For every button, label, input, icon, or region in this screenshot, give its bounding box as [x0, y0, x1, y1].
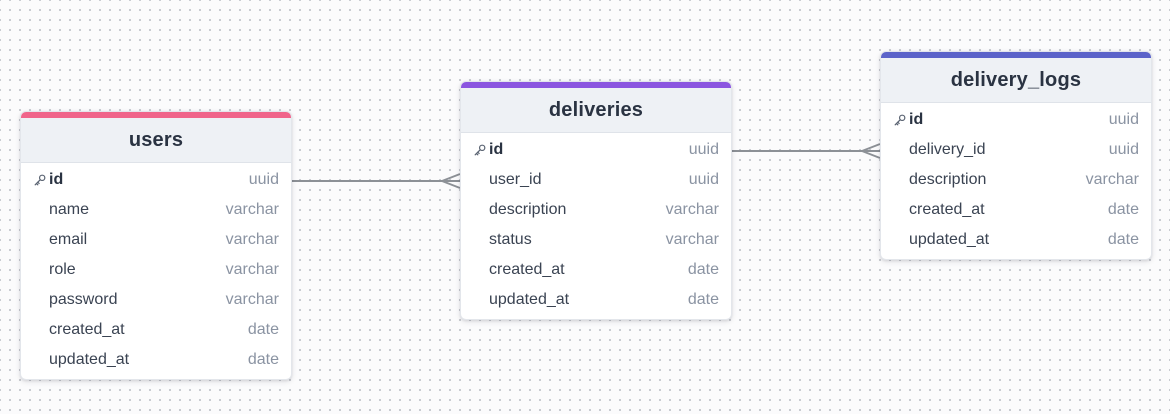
field-key-spacer [893, 142, 909, 158]
field-type: varchar [225, 261, 279, 278]
key-icon [893, 112, 909, 128]
key-icon [33, 172, 49, 188]
field-row-status[interactable]: status varchar [461, 225, 731, 255]
field-name: id [909, 111, 924, 128]
field-name: updated_at [909, 231, 990, 248]
field-type: date [687, 291, 719, 308]
table-accent-bar [21, 112, 291, 118]
field-row-id[interactable]: id uuid [21, 165, 291, 195]
field-key-spacer [473, 262, 489, 278]
field-type: date [1107, 231, 1139, 248]
field-key-spacer [893, 202, 909, 218]
table-accent-bar [461, 82, 731, 88]
field-key-spacer [473, 202, 489, 218]
field-key-spacer [473, 292, 489, 308]
field-row-description[interactable]: description varchar [881, 165, 1151, 195]
field-name: description [489, 201, 567, 218]
field-key-spacer [473, 232, 489, 248]
field-name: created_at [49, 321, 125, 338]
field-type: date [1107, 201, 1139, 218]
field-key-spacer [33, 292, 49, 308]
field-row-delivery-id[interactable]: delivery_id uuid [881, 135, 1151, 165]
field-type: date [687, 261, 719, 278]
crow-foot-lower [441, 180, 461, 189]
field-key-spacer [33, 262, 49, 278]
field-row-name[interactable]: name varchar [21, 195, 291, 225]
field-type: varchar [225, 291, 279, 308]
field-row-id[interactable]: id uuid [461, 135, 731, 165]
field-key-spacer [33, 352, 49, 368]
table-delivery-logs[interactable]: delivery_logs id uuid delivery_id uuid descr… [880, 51, 1152, 260]
field-key-spacer [33, 322, 49, 338]
field-list: id uuid name varchar email varchar role varchar… [21, 163, 291, 379]
field-list: id uuid delivery_id uuid description varchar c… [881, 103, 1151, 259]
field-type: varchar [225, 201, 279, 218]
table-header[interactable]: deliveries [461, 88, 731, 133]
field-row-created-at[interactable]: created_at date [881, 195, 1151, 225]
field-name: updated_at [49, 351, 130, 368]
key-icon [473, 142, 489, 158]
field-type: uuid [1108, 111, 1139, 128]
field-type: varchar [1085, 171, 1139, 188]
field-type: uuid [1108, 141, 1139, 158]
table-title: delivery_logs [950, 68, 1082, 91]
field-key-spacer [893, 172, 909, 188]
field-row-created-at[interactable]: created_at date [21, 315, 291, 345]
field-row-id[interactable]: id uuid [881, 105, 1151, 135]
relation-users-deliveries[interactable] [292, 173, 461, 189]
field-name: name [49, 201, 90, 218]
field-name: delivery_id [909, 141, 986, 158]
field-type: uuid [688, 141, 719, 158]
field-name: id [49, 171, 64, 188]
field-name: status [489, 231, 532, 248]
field-key-spacer [473, 172, 489, 188]
field-type: uuid [688, 171, 719, 188]
crow-foot-upper [861, 143, 881, 152]
field-type: varchar [225, 231, 279, 248]
field-row-updated-at[interactable]: updated_at date [21, 345, 291, 375]
table-accent-bar [881, 52, 1151, 58]
table-users[interactable]: users id uuid name varchar email varchar role v… [20, 111, 292, 380]
crow-foot-lower [861, 150, 881, 159]
field-name: id [489, 141, 504, 158]
field-name: created_at [909, 201, 985, 218]
field-row-created-at[interactable]: created_at date [461, 255, 731, 285]
table-header[interactable]: delivery_logs [881, 58, 1151, 103]
field-key-spacer [33, 202, 49, 218]
field-type: varchar [665, 231, 719, 248]
field-row-updated-at[interactable]: updated_at date [461, 285, 731, 315]
field-type: date [247, 351, 279, 368]
field-name: role [49, 261, 76, 278]
table-title: users [128, 128, 184, 151]
field-row-description[interactable]: description varchar [461, 195, 731, 225]
field-type: varchar [665, 201, 719, 218]
relation-deliveries-delivery-logs[interactable] [732, 143, 881, 159]
field-name: description [909, 171, 987, 188]
field-row-password[interactable]: password varchar [21, 285, 291, 315]
field-row-role[interactable]: role varchar [21, 255, 291, 285]
field-name: user_id [489, 171, 542, 188]
field-name: created_at [489, 261, 565, 278]
crow-foot-upper [441, 173, 461, 182]
field-name: email [49, 231, 88, 248]
field-type: uuid [248, 171, 279, 188]
field-type: date [247, 321, 279, 338]
field-row-updated-at[interactable]: updated_at date [881, 225, 1151, 255]
field-row-user-id[interactable]: user_id uuid [461, 165, 731, 195]
field-key-spacer [33, 232, 49, 248]
field-row-email[interactable]: email varchar [21, 225, 291, 255]
field-name: password [49, 291, 118, 308]
table-title: deliveries [548, 98, 644, 121]
field-name: updated_at [489, 291, 570, 308]
table-deliveries[interactable]: deliveries id uuid user_id uuid description v… [460, 81, 732, 320]
field-key-spacer [893, 232, 909, 248]
table-header[interactable]: users [21, 118, 291, 163]
